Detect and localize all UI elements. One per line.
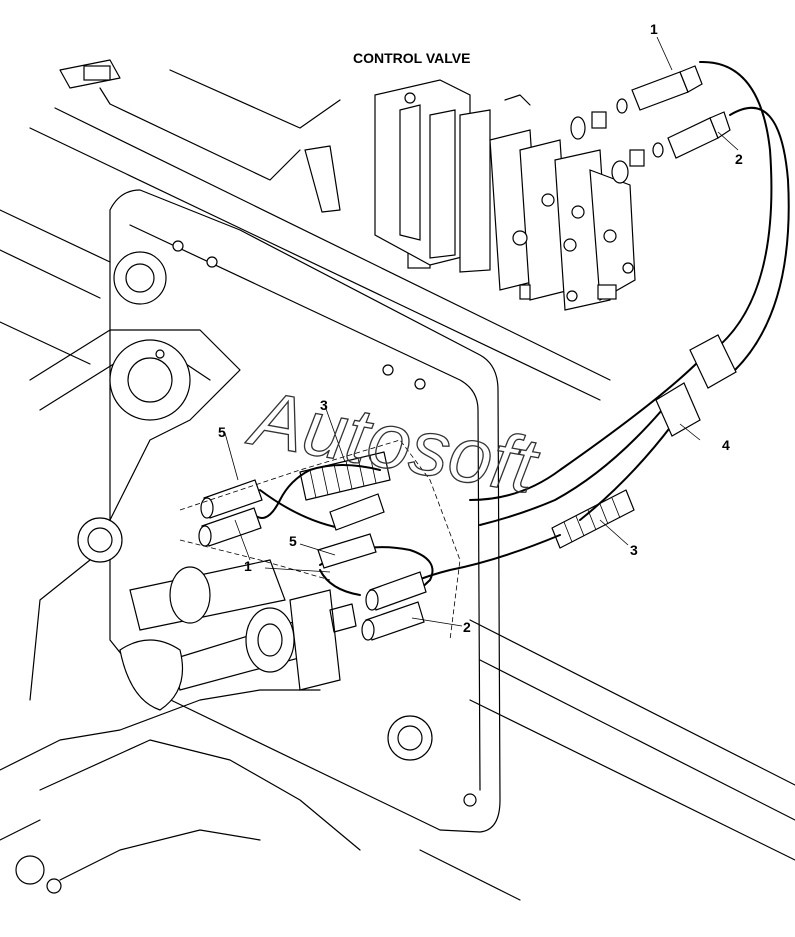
control-valve-assembly: [374, 79, 636, 311]
frame-casting: [0, 189, 501, 894]
coupling-sleeves: [655, 334, 737, 437]
callout-2-top: 2: [735, 151, 743, 167]
callout-5-upper: 5: [218, 424, 226, 440]
callout-4: 4: [722, 437, 730, 453]
lift-shafts: [119, 559, 341, 711]
callout-1-top: 1: [650, 21, 658, 37]
quick-coupler-upper: [631, 65, 731, 159]
spring-guards: [299, 451, 635, 549]
valve-fittings: [570, 98, 664, 184]
callout-3-left: 3: [320, 397, 328, 413]
callout-2-lower: 2: [463, 619, 471, 635]
callout-1-left: 1: [244, 558, 252, 574]
rear-couplers: [179, 439, 461, 641]
callout-5-lower: 5: [289, 533, 297, 549]
diagram-title: CONTROL VALVE: [353, 50, 470, 66]
chassis-frame: [0, 59, 795, 901]
callout-leaders: [224, 36, 739, 627]
callout-3-right: 3: [630, 542, 638, 558]
